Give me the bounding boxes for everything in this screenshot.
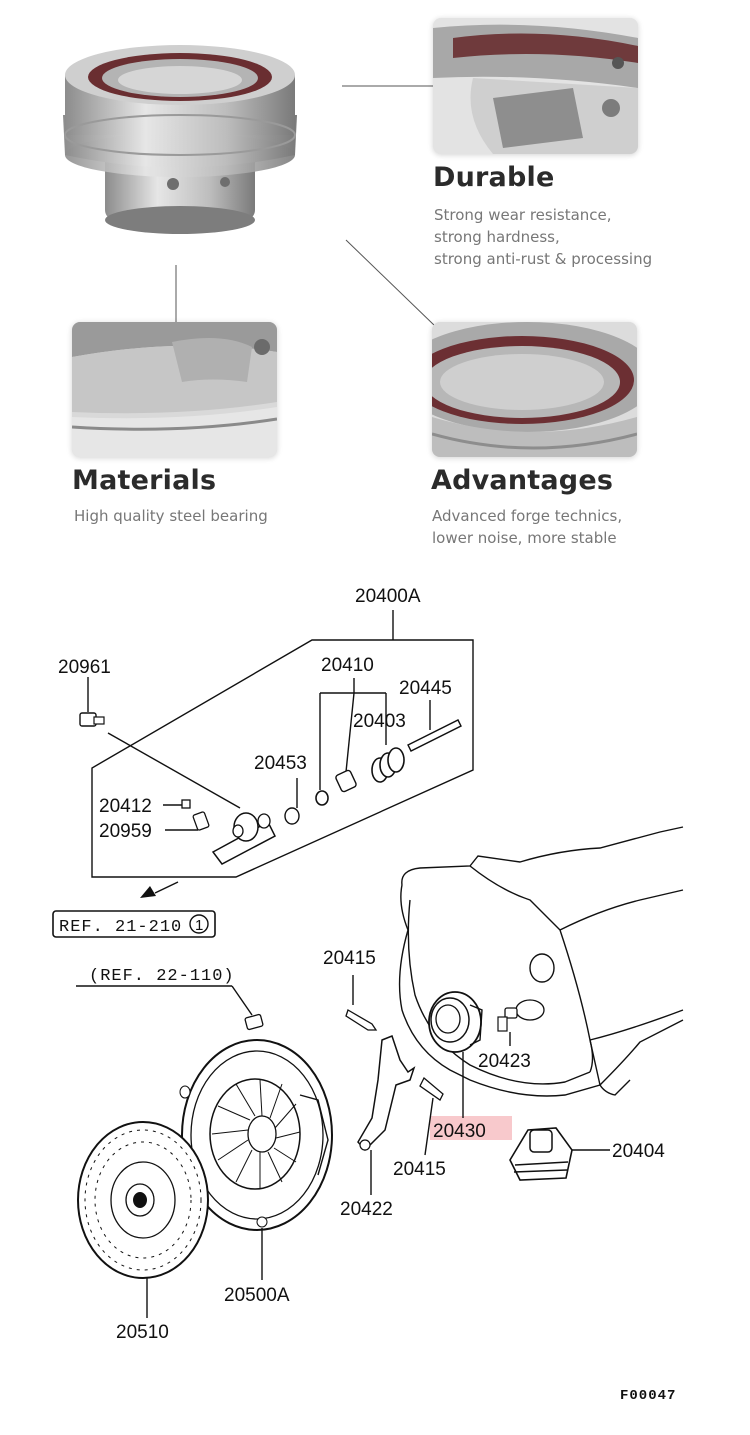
part-20430-highlight (430, 1116, 512, 1140)
assembly-box (91, 610, 474, 878)
part-20500A-pressure-plate (179, 1039, 333, 1280)
label-20422: 20422 (340, 1199, 393, 1220)
label-20403: 20403 (353, 711, 406, 732)
part-20445-pushrod (407, 700, 462, 752)
label-20430: 20430 (433, 1121, 486, 1142)
part-20403-boot (371, 747, 405, 783)
diagram-code: F00047 (620, 1388, 676, 1404)
label-20453: 20453 (254, 753, 307, 774)
bearing-main-image (55, 40, 305, 240)
part-20961-bolt (79, 677, 241, 809)
advantages-line-2: lower noise, more stable (432, 529, 617, 547)
ref-21-210-box (52, 910, 216, 938)
label-20412: 20412 (99, 796, 152, 817)
part-20412-cap (163, 799, 191, 809)
advantages-description: Advanced forge technics, lower noise, mo… (432, 505, 622, 549)
ref-22-110-leader (76, 985, 264, 1031)
slave-cylinder-body (211, 812, 276, 865)
advantages-detail-image (432, 322, 637, 457)
part-20423-bolt (497, 1007, 518, 1046)
callout-lines (175, 85, 436, 327)
ref-21-210-arrow (140, 881, 179, 898)
advantages-line-1: Advanced forge technics, (432, 507, 623, 525)
label-20961: 20961 (58, 657, 111, 678)
materials-detail-image (72, 322, 277, 457)
ref-21-210-text: REF. 21-210 (59, 918, 182, 937)
durable-title: Durable (433, 162, 555, 193)
part-20415-clip-lower (419, 1076, 444, 1156)
part-20422-release-fork (357, 1035, 416, 1195)
label-20500A: 20500A (224, 1285, 290, 1306)
part-20410-piston (315, 769, 357, 806)
part-20415-clip-upper (345, 975, 378, 1031)
durable-line-1: Strong wear resistance, (434, 206, 612, 224)
label-20959: 20959 (99, 821, 152, 842)
durable-line-2: strong hardness, (434, 228, 560, 246)
part-20404-dust-boot (509, 1127, 610, 1181)
label-20410: 20410 (321, 655, 374, 676)
part-20453 (284, 778, 300, 825)
label-20423: 20423 (478, 1051, 531, 1072)
advantages-title: Advantages (431, 465, 614, 496)
label-20404: 20404 (612, 1141, 665, 1162)
materials-title: Materials (72, 465, 217, 496)
durable-line-3: strong anti-rust & processing (434, 250, 653, 268)
ref-21-210-circle (189, 914, 209, 934)
label-20415-upper: 20415 (323, 948, 376, 969)
durable-detail-image (433, 18, 638, 154)
materials-line-1: High quality steel bearing (74, 507, 268, 525)
materials-description: High quality steel bearing (74, 505, 268, 527)
label-20510: 20510 (116, 1322, 169, 1343)
ref-22-110-text: (REF. 22-110) (89, 967, 235, 986)
part-20510-clutch-disc (77, 1121, 209, 1318)
part-20430-release-bearing (428, 991, 483, 1118)
label-20415-lower: 20415 (393, 1159, 446, 1180)
durable-description: Strong wear resistance, strong hardness,… (434, 204, 652, 270)
transmission-housing (398, 826, 684, 1097)
part-20959-bleeder (165, 811, 210, 831)
label-20400A: 20400A (355, 586, 421, 607)
ref-21-210-circle-number: 1 (195, 917, 203, 934)
label-20445: 20445 (399, 678, 452, 699)
leader-20410 (319, 678, 387, 790)
